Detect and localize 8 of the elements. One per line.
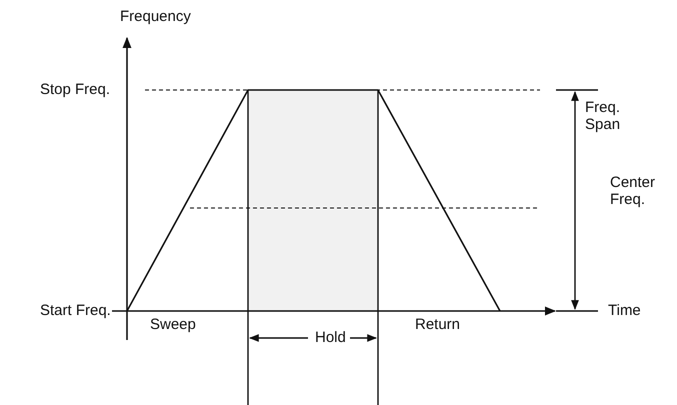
phase-label: Return [415,316,460,333]
dimension-label: Freq. Span [585,99,622,133]
axis-label: Time [608,302,641,319]
axis-tick-label: Stop Freq. [40,81,110,98]
axis-tick-label: Start Freq. [40,302,111,319]
level-label: Center Freq. [610,174,656,208]
phase-label: Sweep [150,316,196,333]
axis-label: Frequency [120,8,191,25]
